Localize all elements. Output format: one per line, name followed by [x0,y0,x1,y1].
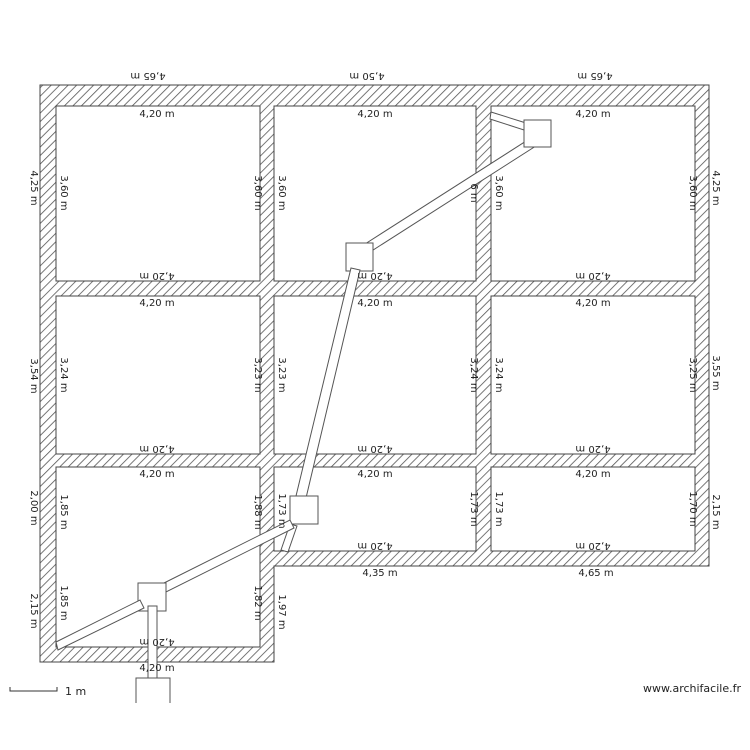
ramp-lower-stub [280,523,298,553]
dim-outer-top-1: 4,65 m [130,70,165,81]
dim-r3-left: 3,60 m [493,175,504,210]
dim-r1-bottom: 4,20 m [139,270,174,281]
watermark-text: www.archifacile.fr [643,682,741,695]
dim-outer-bottom-lower: 1,97 m [276,594,287,629]
room-6 [490,295,696,455]
dim-r3-top: 4,20 m [575,109,610,120]
landing-mid [345,242,374,272]
dim-r2-left: 3,60 m [276,175,287,210]
dim-outer-left-4: 2,15 m [28,593,39,628]
room-2 [273,105,477,282]
dim-r2-top: 4,20 m [357,109,392,120]
ramp-bottom-left [55,599,145,651]
dim-r9-left: 1,73 m [493,491,504,526]
dim-r9-right: 1,70 m [687,491,698,526]
scale-label: 1 m [65,685,86,698]
dim-r8-left: 1,73 m [276,493,287,528]
dim-r3-right: 3,60 m [687,175,698,210]
dim-outer-bottom-1: 4,20 m [139,663,174,674]
dim-outer-bottom-3: 4,65 m [578,568,613,579]
room-5 [273,295,477,455]
dim-r2-partial: 6 m [468,183,479,202]
dim-outer-top-3: 4,65 m [577,70,612,81]
dim-r7-bottom: 4,20 m [139,636,174,647]
dim-r4-right: 3,23 m [252,357,263,392]
dim-r5-top: 4,20 m [357,298,392,309]
dim-outer-top-2: 4,50 m [349,70,384,81]
room-4 [55,295,261,455]
dim-outer-bottom-2: 4,35 m [362,568,397,579]
dim-r7-right-upper: 1,88 m [252,494,263,529]
room-9 [490,466,696,552]
room-3 [490,105,696,282]
dim-outer-right-2: 3,55 m [710,355,721,390]
scale-bar [9,687,58,692]
dim-r9-bottom: 4,20 m [575,540,610,551]
dim-outer-left-2: 3,54 m [28,358,39,393]
dim-r1-right: 3,60 m [252,175,263,210]
dim-outer-right-1: 4,25 m [710,170,721,205]
dim-r7-right-lower: 1,82 m [252,585,263,620]
dim-r3-bottom: 4,20 m [575,270,610,281]
dim-r4-top: 4,20 m [139,298,174,309]
dim-r4-bottom: 4,20 m [139,443,174,454]
dim-r8-bottom: 4,20 m [357,540,392,551]
room-1 [55,105,261,282]
dim-r7-top: 4,20 m [139,469,174,480]
dim-r5-left: 3,23 m [276,357,287,392]
stair-exit [135,677,171,703]
dim-r6-right: 3,25 m [687,357,698,392]
dim-r8-right: 1,73 m [468,491,479,526]
dim-r7-left-lower: 1,85 m [58,585,69,620]
dim-r6-top: 4,20 m [575,298,610,309]
dim-r1-top: 4,20 m [139,109,174,120]
dim-outer-left-3: 2,00 m [28,490,39,525]
dim-outer-right-3: 2,15 m [710,494,721,529]
dim-r4-left: 3,24 m [58,357,69,392]
dim-r6-bottom: 4,20 m [575,443,610,454]
dim-r5-right: 3,24 m [468,357,479,392]
landing-top-right [523,119,552,148]
dim-r9-top: 4,20 m [575,469,610,480]
dim-r8-top: 4,20 m [357,469,392,480]
landing-lower [289,495,319,525]
dim-r6-left: 3,24 m [493,357,504,392]
dim-outer-left-1: 4,25 m [28,170,39,205]
dim-r7-left-upper: 1,85 m [58,494,69,529]
stair-structure [55,111,552,703]
dim-r1-left: 3,60 m [58,175,69,210]
dim-r2-bottom: 4,20 m [357,270,392,281]
dim-r5-bottom: 4,20 m [357,443,392,454]
